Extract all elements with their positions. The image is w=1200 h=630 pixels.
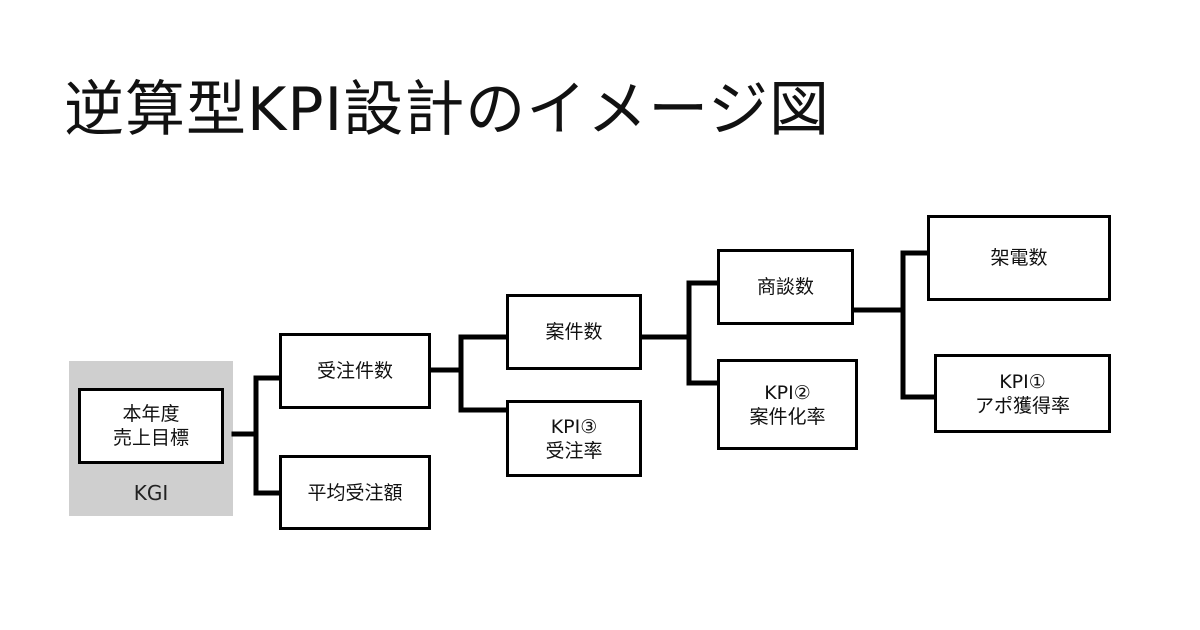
kpi1-title: KPI①: [999, 370, 1046, 393]
kpi2-label: 案件化率: [749, 405, 826, 428]
kpi2-title: KPI②: [764, 381, 811, 404]
connector-orders: [427, 334, 510, 413]
calls-count-label: 架電数: [990, 247, 1048, 269]
kgi-sales-target-box: 本年度 売上目標: [78, 388, 224, 464]
kgi-box-line2: 売上目標: [112, 427, 189, 449]
meetings-count-box: 商談数: [717, 249, 854, 325]
connector-cases: [638, 280, 721, 386]
kpi3-order-rate-box: KPI③ 受注率: [506, 400, 642, 477]
connector-meetings: [850, 250, 938, 400]
page-title: 逆算型KPI設計のイメージ図: [64, 75, 831, 145]
average-order-value-box: 平均受注額: [279, 455, 431, 530]
cases-count-label: 案件数: [545, 321, 603, 343]
average-order-value-label: 平均受注額: [307, 481, 403, 504]
connector-kgi: [231, 375, 283, 496]
meetings-count-label: 商談数: [756, 276, 814, 298]
kpi3-label: 受注率: [545, 439, 603, 462]
kpi2-case-conversion-box: KPI② 案件化率: [717, 359, 858, 450]
kgi-box-line1: 本年度: [122, 403, 180, 425]
orders-count-label: 受注件数: [316, 360, 393, 382]
orders-count-box: 受注件数: [279, 333, 431, 409]
kpi1-label: アポ獲得率: [974, 394, 1070, 417]
cases-count-box: 案件数: [506, 294, 642, 370]
calls-count-box: 架電数: [927, 215, 1111, 301]
kpi1-appointment-rate-box: KPI① アポ獲得率: [934, 354, 1111, 433]
kgi-label: KGI: [133, 481, 169, 505]
kpi3-title: KPI③: [550, 415, 598, 438]
